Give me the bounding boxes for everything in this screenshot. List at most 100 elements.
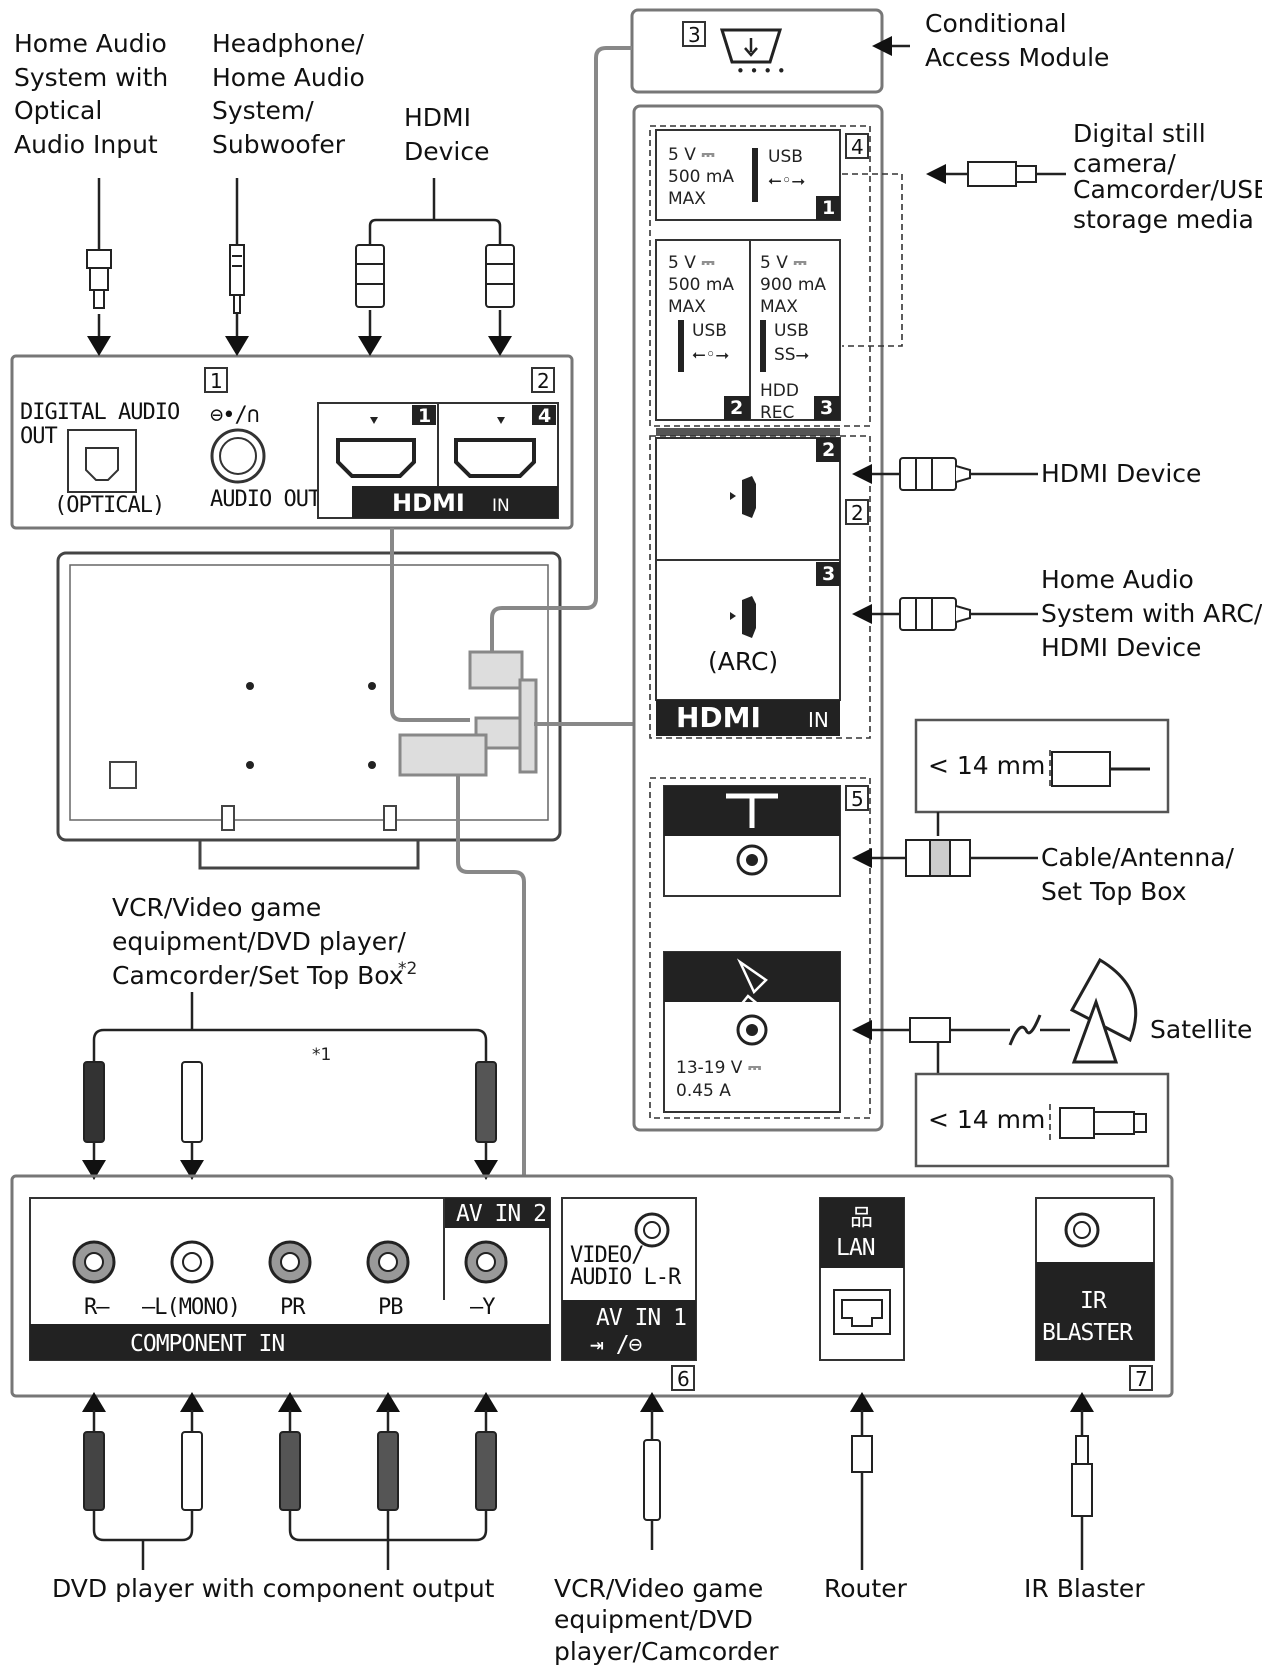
satellite-icon bbox=[1069, 957, 1138, 1043]
svg-text:System/: System/ bbox=[212, 96, 314, 125]
svg-text:HDMI: HDMI bbox=[676, 701, 761, 734]
svg-text:OUT: OUT bbox=[20, 424, 57, 449]
label-ir-blaster: IR Blaster bbox=[1024, 1574, 1145, 1603]
svg-text:IN: IN bbox=[492, 496, 510, 516]
guide-lines bbox=[390, 46, 634, 1176]
svg-text:Home Audio: Home Audio bbox=[14, 29, 167, 58]
svg-text:500 mA: 500 mA bbox=[668, 167, 734, 187]
svg-text:–Y: –Y bbox=[470, 1295, 495, 1320]
cable-optical bbox=[86, 178, 112, 356]
svg-text:USB: USB bbox=[768, 147, 803, 167]
cable-hdmi-top bbox=[355, 178, 515, 356]
card-slot-icon bbox=[719, 28, 783, 64]
svg-text:(ARC): (ARC) bbox=[708, 647, 778, 676]
svg-text:900 mA: 900 mA bbox=[760, 275, 826, 295]
svg-text:⇥ /⊖: ⇥ /⊖ bbox=[590, 1332, 642, 1358]
mm-box-top: < 14 mm bbox=[914, 718, 1170, 836]
antenna-icon bbox=[726, 793, 778, 828]
svg-text:Satellite: Satellite bbox=[1150, 1015, 1252, 1044]
svg-text:5 V ⎓: 5 V ⎓ bbox=[668, 145, 715, 165]
cable-hdmi-right-3: Home Audio System with ARC/ HDMI Device bbox=[852, 565, 1262, 662]
svg-text:MAX: MAX bbox=[668, 189, 706, 209]
svg-text:Conditional: Conditional bbox=[925, 9, 1067, 38]
svg-text:Camcorder/Set Top Box: Camcorder/Set Top Box bbox=[112, 961, 404, 990]
svg-text:R–: R– bbox=[84, 1295, 110, 1320]
svg-text:IN: IN bbox=[808, 708, 829, 732]
svg-text:3: 3 bbox=[688, 23, 701, 47]
svg-text:1: 1 bbox=[822, 197, 835, 219]
svg-text:camera/: camera/ bbox=[1073, 149, 1176, 178]
svg-text:500 mA: 500 mA bbox=[668, 275, 734, 295]
label-hdmi-device-top: HDMI Device bbox=[404, 103, 490, 166]
svg-text:VCR/Video game: VCR/Video game bbox=[554, 1574, 763, 1603]
cable-ir-bottom bbox=[1070, 1392, 1094, 1570]
svg-text:PR: PR bbox=[280, 1295, 306, 1320]
svg-text:5 V ⎓: 5 V ⎓ bbox=[668, 253, 715, 273]
svg-text:3: 3 bbox=[820, 397, 833, 419]
svg-text:6: 6 bbox=[677, 1367, 690, 1391]
svg-text:4: 4 bbox=[851, 135, 864, 159]
svg-text:USB: USB bbox=[774, 321, 809, 341]
svg-text:Optical: Optical bbox=[14, 96, 102, 125]
svg-text:HDMI: HDMI bbox=[404, 103, 471, 132]
svg-text:Audio Input: Audio Input bbox=[14, 130, 158, 159]
svg-text:1: 1 bbox=[418, 405, 431, 427]
svg-text:HDD: HDD bbox=[760, 381, 799, 401]
svg-text:player/Camcorder: player/Camcorder bbox=[554, 1637, 779, 1666]
svg-text:(OPTICAL): (OPTICAL) bbox=[54, 493, 164, 518]
svg-text:2: 2 bbox=[537, 369, 550, 393]
svg-text:System with ARC/: System with ARC/ bbox=[1041, 599, 1262, 628]
svg-text:equipment/DVD player/: equipment/DVD player/ bbox=[112, 927, 406, 956]
label-router: Router bbox=[824, 1574, 908, 1603]
svg-text:2: 2 bbox=[730, 397, 743, 419]
svg-text:4: 4 bbox=[538, 405, 551, 427]
hdmi-port-1 bbox=[336, 438, 416, 478]
svg-text:*1: *1 bbox=[312, 1045, 331, 1065]
tv-rear bbox=[56, 551, 562, 870]
svg-text:< 14 mm: < 14 mm bbox=[928, 751, 1045, 780]
cable-headphone bbox=[225, 178, 249, 356]
svg-text:AUDIO L-R: AUDIO L-R bbox=[570, 1265, 682, 1290]
svg-text:2: 2 bbox=[822, 439, 835, 461]
svg-text:• • • •: • • • • bbox=[736, 62, 786, 80]
svg-text:equipment/DVD: equipment/DVD bbox=[554, 1605, 753, 1634]
svg-text:⊖•/∩: ⊖•/∩ bbox=[210, 403, 259, 428]
svg-text:< 14 mm: < 14 mm bbox=[928, 1105, 1045, 1134]
svg-text:品: 品 bbox=[850, 1205, 872, 1231]
audio-out-jack bbox=[210, 428, 266, 484]
svg-text:2: 2 bbox=[851, 501, 864, 525]
svg-text:HDMI: HDMI bbox=[392, 489, 465, 517]
optical-port bbox=[67, 429, 137, 493]
svg-text:7: 7 bbox=[1135, 1367, 1148, 1391]
right-panel: 4 5 V ⎓ 500 mA MAX USB ⭠◦⭢ 1 5 V ⎓ 500 m… bbox=[632, 104, 884, 1132]
svg-text:HDMI Device: HDMI Device bbox=[1041, 459, 1201, 488]
svg-text:Set Top Box: Set Top Box bbox=[1041, 877, 1187, 906]
label-dvd-component: DVD player with component output bbox=[52, 1574, 495, 1603]
satellite-dish-icon bbox=[736, 958, 768, 1008]
svg-text:MAX: MAX bbox=[668, 297, 706, 317]
cable-av-in1-bottom bbox=[640, 1392, 664, 1550]
svg-text:USB: USB bbox=[692, 321, 727, 341]
svg-text:SS⭢: SS⭢ bbox=[774, 345, 809, 365]
svg-text:REC: REC bbox=[760, 403, 794, 423]
label-vcr-top: VCR/Video game equipment/DVD player/ Cam… bbox=[112, 893, 417, 1065]
svg-text:COMPONENT IN: COMPONENT IN bbox=[130, 1331, 284, 1357]
cable-lan-bottom bbox=[850, 1392, 874, 1570]
svg-text:3: 3 bbox=[822, 563, 835, 585]
svg-text:*2: *2 bbox=[398, 959, 417, 979]
svg-text:AV IN 1: AV IN 1 bbox=[596, 1305, 686, 1331]
svg-text:HDMI Device: HDMI Device bbox=[1041, 633, 1201, 662]
svg-text:1: 1 bbox=[210, 369, 223, 393]
svg-text:0.45 A: 0.45 A bbox=[676, 1081, 731, 1101]
svg-text:IR: IR bbox=[1080, 1288, 1107, 1314]
mm-box-bottom: < 14 mm bbox=[914, 1072, 1170, 1168]
svg-text:Device: Device bbox=[404, 137, 490, 166]
svg-text:Subwoofer: Subwoofer bbox=[212, 130, 346, 159]
bottom-panel: AV IN 2 R– –L(MONO) PR PB –Y COMPONENT I… bbox=[10, 1174, 1174, 1398]
svg-text:5 V ⎓: 5 V ⎓ bbox=[760, 253, 807, 273]
svg-text:Digital still: Digital still bbox=[1073, 119, 1206, 148]
label-conditional-access: Conditional Access Module bbox=[925, 9, 1109, 72]
svg-text:Camcorder/USB: Camcorder/USB bbox=[1073, 175, 1262, 204]
cable-satellite: Satellite bbox=[852, 957, 1252, 1074]
label-home-audio-optical: Home Audio System with Optical Audio Inp… bbox=[14, 29, 168, 159]
